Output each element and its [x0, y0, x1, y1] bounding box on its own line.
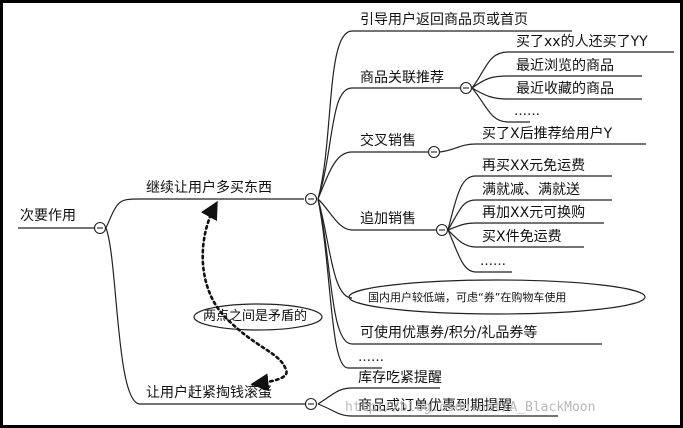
node-note: 国内用户较低端，可虑“券”在购物车使用 [368, 291, 567, 304]
line-coupons [317, 198, 602, 345]
related-item[interactable]: 买了xx的人还买了YY [516, 34, 648, 50]
watermark: http://blog.csdn.net/A_BlackMoon [345, 400, 596, 415]
node-coupons[interactable]: 可使用优惠券/积分/礼品券等 [360, 325, 538, 341]
contradiction-arrow [200, 200, 288, 392]
node-guide-back[interactable]: 引导用户返回商品页或首页 [360, 12, 528, 28]
related-item[interactable]: …… [514, 104, 540, 119]
upsell-item[interactable]: 买X件免运费 [482, 229, 562, 245]
node-stock-alert[interactable]: 库存吃紧提醒 [358, 370, 442, 386]
node-related[interactable]: 商品关联推荐 [360, 70, 444, 86]
collapse-circles [93, 81, 473, 411]
note-ellipse [348, 279, 646, 315]
related-item[interactable]: 最近浏览的商品 [516, 58, 614, 74]
line-upsell [317, 198, 436, 231]
upsell-item[interactable]: …… [480, 254, 506, 269]
contradiction-label: 两点之间是矛盾的 [203, 309, 308, 324]
line-note [317, 198, 353, 299]
upsell-item[interactable]: 再加XX元可换购 [482, 205, 586, 221]
line-related [317, 87, 460, 200]
branch-buy-more[interactable]: 继续让用户多买东西 [146, 180, 272, 196]
line-root-pay-fast [105, 227, 305, 405]
related-item[interactable]: 最近收藏的商品 [516, 81, 614, 97]
upsell-item[interactable]: 满就减、满就送 [482, 182, 580, 198]
node-cross-sell[interactable]: 交叉销售 [360, 133, 416, 149]
node-upsell[interactable]: 追加销售 [360, 211, 416, 227]
upsell-item[interactable]: 再买XX元免运费 [482, 158, 586, 174]
node-promo-alert[interactable]: 商品或订单优惠到期提醒 [358, 398, 512, 414]
line-root-buy-more [105, 198, 304, 229]
line-guide-back [317, 30, 572, 200]
cross-sell-item[interactable]: 买了X后推荐给用户Y [482, 126, 613, 142]
branch-pay-fast[interactable]: 让用户赶紧掏钱滚蛋 [146, 385, 272, 401]
line-more [317, 198, 382, 369]
branch-lines [18, 30, 674, 417]
line-related-1 [471, 51, 674, 89]
node-more[interactable]: …… [358, 350, 384, 365]
root-node[interactable]: 次要作用 [20, 208, 76, 224]
line-cross-sell [317, 151, 428, 200]
